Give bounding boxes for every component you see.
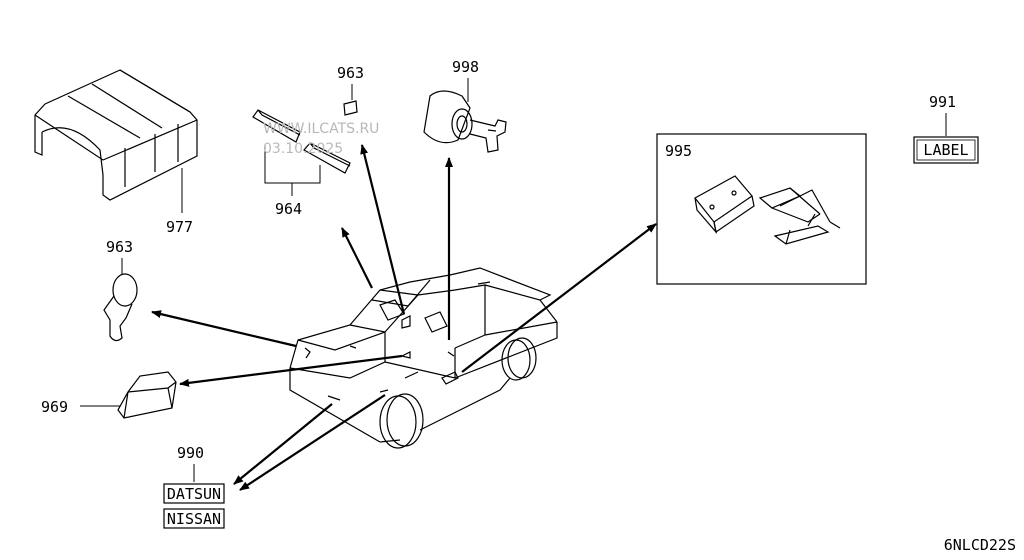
callout-964: 964: [275, 200, 302, 218]
jack-kit-box[interactable]: [656, 133, 867, 285]
arrow-to-995: [461, 223, 657, 373]
callout-991: 991: [929, 93, 956, 111]
emblem-datsun-text: DATSUN: [167, 485, 221, 503]
bracket-964: [264, 145, 321, 196]
arrow-to-990-nissan: [239, 394, 386, 491]
arrow-to-963-left: [151, 310, 297, 348]
decal-strips-part[interactable]: [252, 109, 351, 174]
watermark-site: WWW.ILCATS.RU: [263, 121, 379, 137]
emblem-nissan-text: NISSAN: [167, 510, 221, 528]
scissor-jack-part[interactable]: [758, 187, 841, 245]
callout-990: 990: [177, 444, 204, 462]
pickup-truck-body: [289, 267, 558, 449]
arrow-to-964: [341, 227, 373, 289]
callout-963-top: 963: [337, 64, 364, 82]
callout-969: 969: [41, 398, 68, 416]
mirror-part[interactable]: [103, 273, 138, 342]
pointer-arrows: [151, 144, 657, 491]
arrow-to-990-datsun: [233, 403, 333, 485]
small-label-part[interactable]: [343, 100, 358, 116]
callout-963-left: 963: [106, 238, 133, 256]
callout-977: 977: [166, 218, 193, 236]
bed-cover-part[interactable]: [34, 69, 198, 201]
label-plate-text: LABEL: [923, 141, 968, 159]
arrow-to-963-top: [360, 144, 406, 315]
callout-995: 995: [665, 142, 692, 160]
arrow-to-969: [179, 354, 403, 387]
emblem-datsun[interactable]: [163, 483, 225, 504]
jack-bracket-part[interactable]: [694, 175, 755, 235]
label-plate[interactable]: [913, 136, 979, 164]
callout-998: 998: [452, 58, 479, 76]
watermark-date: 03.10.2025: [263, 141, 343, 157]
diagram-code: 6NLCD22S: [944, 536, 1016, 554]
emblem-nissan[interactable]: [163, 508, 225, 529]
mud-flap-part[interactable]: [117, 371, 177, 419]
key-cylinder-part[interactable]: [423, 90, 507, 153]
